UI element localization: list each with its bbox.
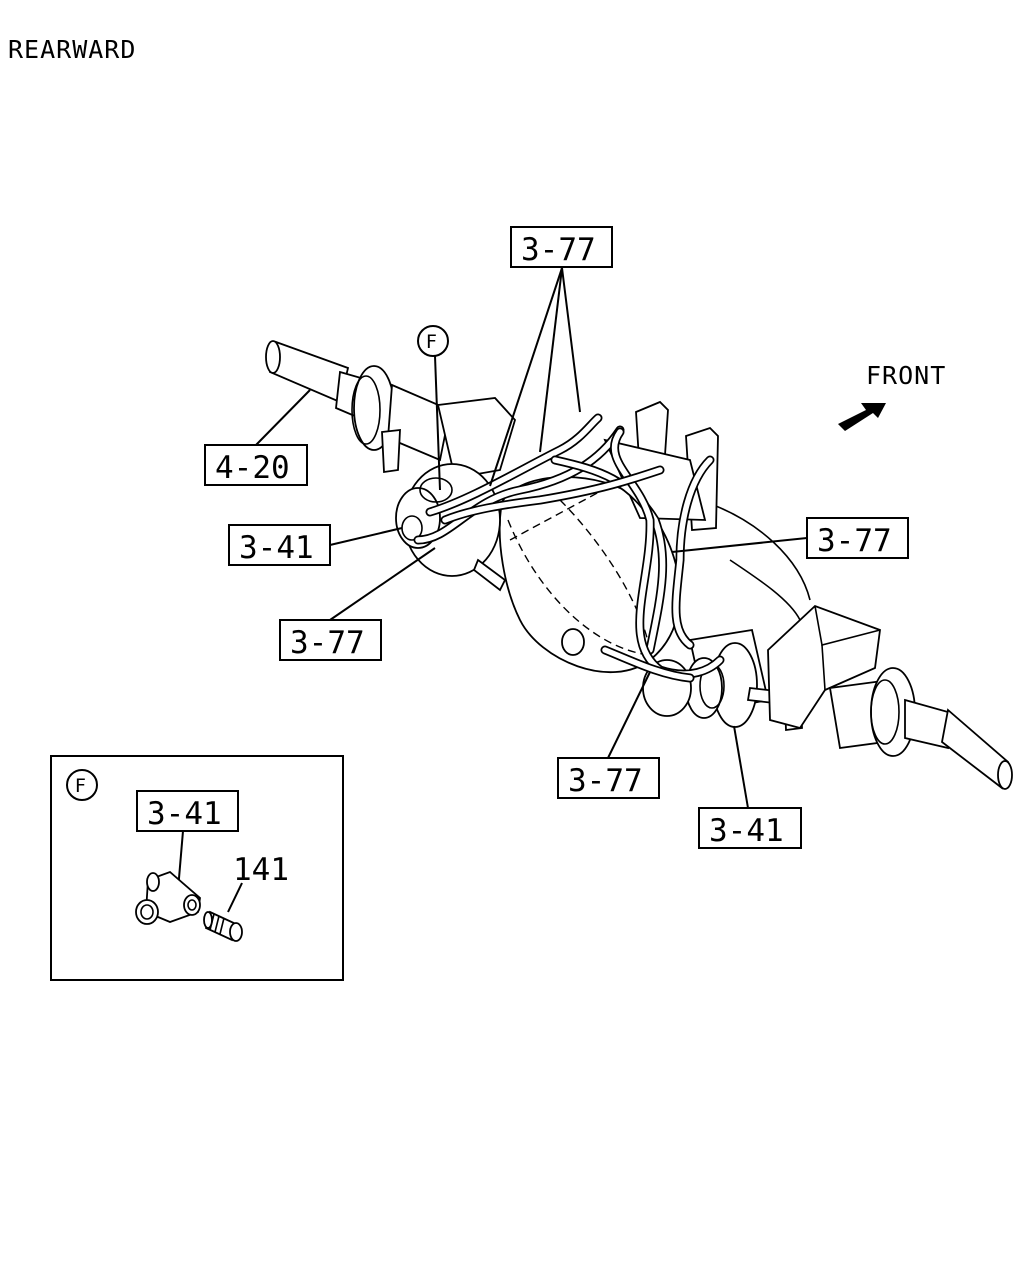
callout-box-3-77-left (279, 619, 382, 661)
front-label: FRONT (866, 361, 946, 390)
callout-box-3-41-right (698, 807, 802, 849)
leader-3-41-right (733, 725, 749, 809)
detail-part-plain-label: 141 (233, 852, 289, 888)
detail-part-box-label: 3-41 (147, 796, 222, 832)
detail-marker-circle (417, 325, 449, 357)
leader-3-77-bottom (607, 671, 651, 759)
leader-top-c (561, 267, 581, 413)
detail-part-plain-leader (227, 882, 243, 913)
callout-3-77-left-label: 3-77 (290, 625, 365, 661)
detail-box-marker-circle (66, 769, 98, 801)
callout-box-3-41-left (228, 524, 331, 566)
detail-marker-label: F (426, 331, 437, 353)
callout-box-4-20 (204, 444, 308, 486)
callout-3-77-bottom-label: 3-77 (568, 763, 643, 799)
detail-box-marker-label: F (75, 775, 86, 797)
leader-3-77-right (671, 537, 808, 553)
rearward-heading: REARWARD (8, 35, 136, 64)
nipple-fitting-drawing (203, 910, 243, 942)
callout-box-3-77-right (806, 517, 909, 559)
callout-top-label: 3-77 (521, 232, 596, 268)
callout-4-20-label: 4-20 (215, 450, 290, 486)
axle-housing-drawing (265, 340, 1013, 790)
leader-top-b (539, 267, 563, 453)
tee-fitting-drawing (135, 870, 201, 925)
arrow-icon (838, 403, 886, 431)
leader-3-41-left (329, 527, 403, 546)
leader-4-20 (255, 389, 311, 446)
leader-top-a (489, 267, 563, 487)
callout-box-top (510, 226, 613, 268)
leader-3-77-left (329, 547, 436, 621)
detail-marker-leader (434, 355, 441, 491)
detail-part-box (136, 790, 239, 832)
callout-3-41-right-label: 3-41 (709, 813, 784, 849)
brake-hoses (413, 413, 725, 683)
callout-3-77-right-label: 3-77 (817, 523, 892, 559)
callout-3-41-left-label: 3-41 (239, 530, 314, 566)
